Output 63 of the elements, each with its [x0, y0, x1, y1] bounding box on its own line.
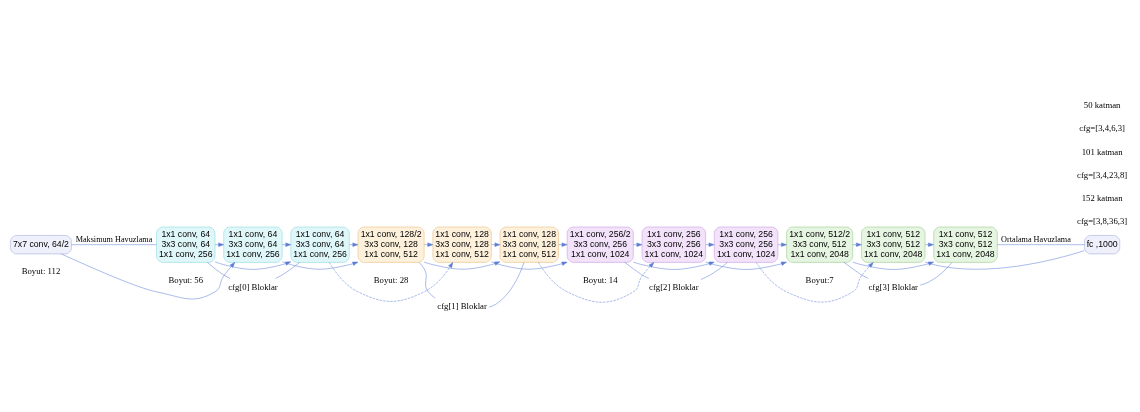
- connector: [207, 261, 231, 279]
- node-text: cfg[0] Bloklar: [228, 281, 278, 292]
- arrow: [424, 242, 434, 247]
- arrow: [491, 261, 568, 269]
- label: cfg=[3,8,36,3]: [1077, 215, 1128, 226]
- arrow: [282, 242, 292, 247]
- label: 50 katman: [1083, 99, 1121, 110]
- label: Boyut: 56: [168, 274, 204, 285]
- connector: [488, 261, 525, 307]
- arrow: [705, 242, 715, 247]
- node-box: 1x1 conv, 64 3x3 conv, 64 1x1 conv, 256: [156, 226, 216, 263]
- arrow: [558, 242, 568, 247]
- arrow: [423, 261, 501, 269]
- connector: [997, 243, 1085, 245]
- arrow: [282, 261, 359, 269]
- node-box: 1x1 conv, 64 3x3 conv, 64 1x1 conv, 256: [290, 226, 350, 263]
- arrow: [924, 242, 934, 247]
- node-text: cfg[3] Bloklar: [868, 281, 918, 292]
- node-box: 1x1 conv, 256 3x3 conv, 256 1x1 conv, 1024: [641, 226, 706, 263]
- node-box: 1x1 conv, 512/2 3x3 conv, 512 1x1 conv, 2048: [786, 226, 853, 263]
- node-box: 1x1 conv, 128/2 3x3 conv, 128 1x1 conv, 512: [357, 226, 425, 263]
- edge-label: Maksimum Havuzlama: [75, 234, 153, 244]
- connector: [924, 249, 1085, 269]
- node-box: fc ,1000: [1084, 234, 1121, 254]
- node-box: 1x1 conv, 128 3x3 conv, 128 1x1 conv, 512: [499, 226, 559, 263]
- node-box: 1x1 conv, 256 3x3 conv, 256 1x1 conv, 1024: [714, 226, 779, 263]
- node-text: cfg[1] Bloklar: [437, 300, 487, 311]
- node-box: 1x1 conv, 256/2 3x3 conv, 256 1x1 conv, 1024: [566, 226, 634, 263]
- arrow: [329, 261, 454, 302]
- label: Boyut: 28: [373, 274, 409, 285]
- node-text: cfg[2] Bloklar: [649, 281, 699, 292]
- label: cfg=[3,4,23,8]: [1077, 169, 1128, 180]
- connector: [700, 261, 728, 280]
- edge-label: Ortalama Havuzlama: [1001, 234, 1071, 244]
- arrow: [214, 261, 291, 270]
- arrow: [756, 261, 874, 302]
- arrow: [633, 242, 643, 247]
- arrow: [705, 261, 787, 270]
- arrow: [538, 261, 655, 303]
- label: Boyut: 14: [582, 274, 618, 285]
- connector: [624, 261, 650, 279]
- node-box: 1x1 conv, 512 3x3 conv, 512 1x1 conv, 2048: [861, 226, 926, 263]
- arrow: [777, 242, 787, 247]
- node-box: 1x1 conv, 64 3x3 conv, 64 1x1 conv, 256: [223, 226, 283, 263]
- arrow: [349, 242, 359, 247]
- connector: [843, 261, 869, 279]
- arrow: [633, 261, 715, 270]
- label: 152 katman: [1081, 192, 1123, 203]
- node-box: 1x1 conv, 128 3x3 conv, 128 1x1 conv, 512: [432, 226, 492, 263]
- node-box: 7x7 conv, 64/2: [10, 234, 72, 254]
- connector: [920, 261, 953, 285]
- arrow: [491, 242, 501, 247]
- label: Boyut:7: [805, 274, 834, 285]
- arrow: [852, 242, 862, 247]
- node-box: 1x1 conv, 512 3x3 conv, 512 1x1 conv, 2048: [933, 226, 998, 263]
- label: 101 katman: [1081, 146, 1123, 157]
- arrow: [214, 242, 224, 247]
- label: Boyut: 112: [21, 265, 61, 276]
- connector: [418, 261, 436, 298]
- label: cfg=[3,4,6,3]: [1079, 122, 1126, 133]
- connector: [275, 261, 300, 279]
- arrow: [852, 261, 934, 270]
- arrow: [61, 253, 236, 299]
